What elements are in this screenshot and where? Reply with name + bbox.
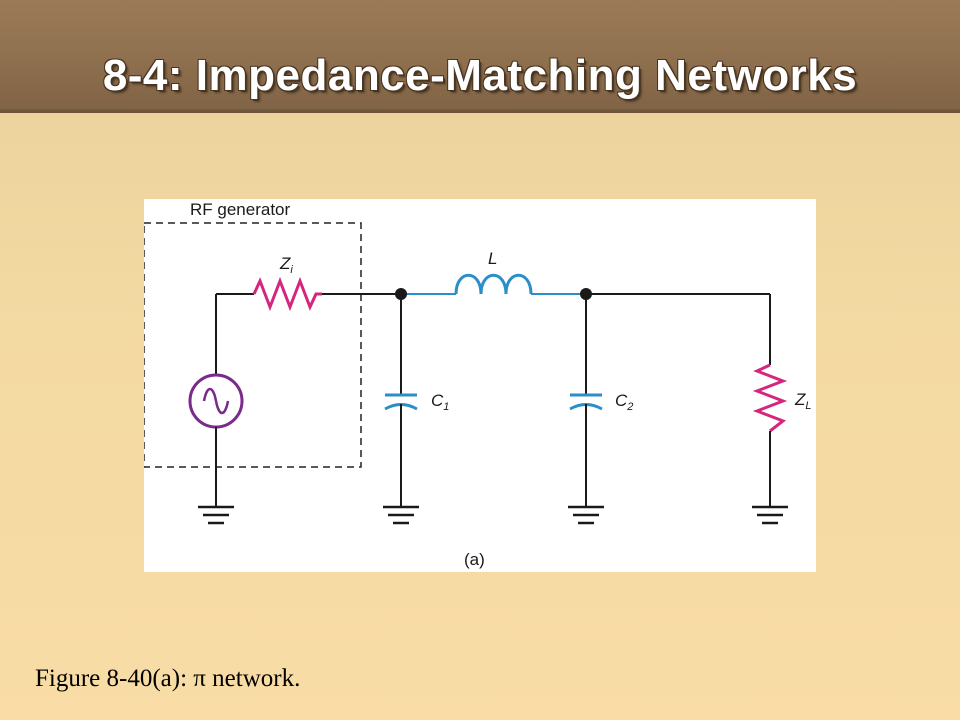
circuit-figure: RF generator Zi L C1 bbox=[144, 199, 816, 572]
inductor-label: L bbox=[488, 249, 497, 268]
zl-label: ZL bbox=[794, 390, 812, 412]
c2-label: C2 bbox=[615, 391, 633, 413]
slide-title: 8-4: Impedance-Matching Networks bbox=[102, 51, 858, 100]
figure-caption: Figure 8-40(a): π network. bbox=[35, 665, 301, 692]
source-impedance-resistor bbox=[252, 276, 322, 312]
figure-part-label: (a) bbox=[464, 550, 485, 569]
circuit-diagram-svg: RF generator Zi L C1 bbox=[144, 200, 812, 569]
title-bar bbox=[0, 0, 960, 113]
ground-icon bbox=[568, 505, 604, 525]
zi-label: Zi bbox=[279, 254, 293, 276]
ground-icon bbox=[383, 505, 419, 525]
c1-label: C1 bbox=[431, 391, 449, 413]
rf-generator-label: RF generator bbox=[190, 200, 290, 219]
ac-source-sine-icon bbox=[202, 387, 230, 415]
load-impedance-resistor bbox=[752, 363, 788, 433]
ground-icon bbox=[752, 505, 788, 525]
inductor-coil bbox=[454, 273, 533, 295]
rf-generator-box bbox=[144, 222, 362, 468]
ground-icon bbox=[198, 505, 234, 525]
